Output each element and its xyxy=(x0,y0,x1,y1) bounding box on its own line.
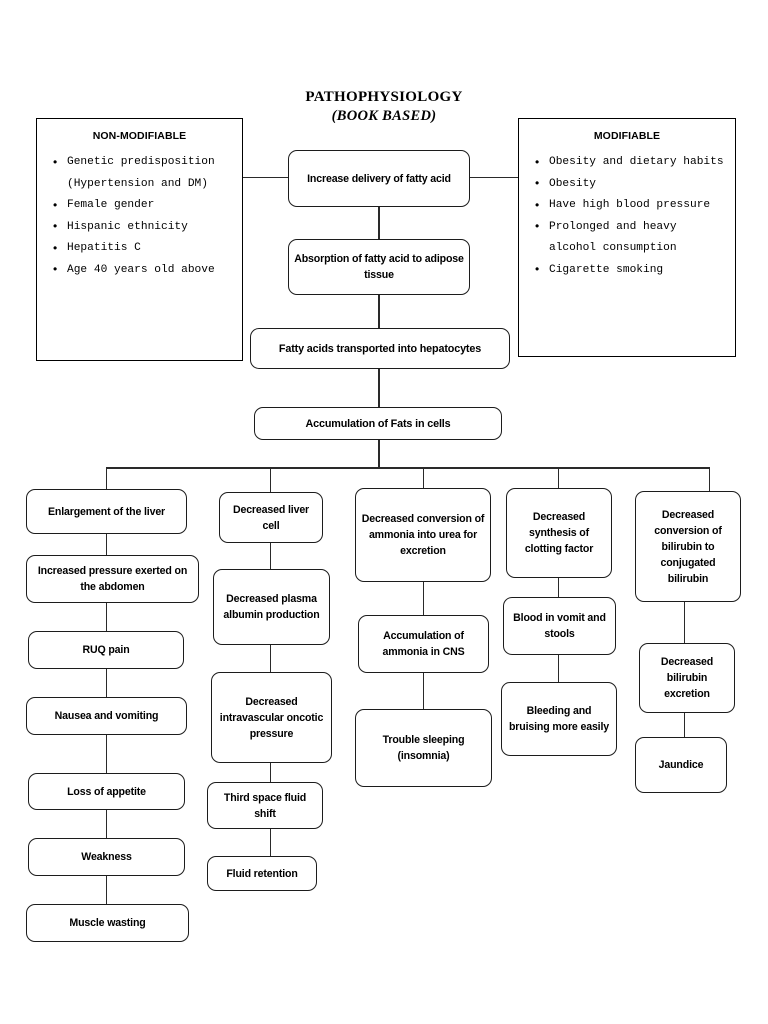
node-trouble-sleeping-insomnia: Trouble sleeping (insomnia) xyxy=(355,709,492,787)
connector-trunk-3-4 xyxy=(378,369,380,407)
connector-bus-drop-3 xyxy=(423,467,425,488)
node-nausea-and-vomiting: Nausea and vomiting xyxy=(26,697,187,735)
node-fatty-acids-transported-into-hepatocytes: Fatty acids transported into hepatocytes xyxy=(250,328,510,369)
node-fluid-retention: Fluid retention xyxy=(207,856,317,891)
panel-non-modifiable-list: Genetic predisposition (Hypertension and… xyxy=(37,152,242,281)
node-decreased-liver-cell: Decreased liver cell xyxy=(219,492,323,543)
node-enlargement-of-the-liver: Enlargement of the liver xyxy=(26,489,187,534)
node-decreased-synthesis-clotting-factor: Decreased synthesis of clotting factor xyxy=(506,488,612,578)
connector-c5-1-2 xyxy=(684,602,686,643)
panel-non-modifiable-heading: NON-MODIFIABLE xyxy=(92,130,187,142)
connector-c1-3-4 xyxy=(106,669,108,697)
connector-c1-2-3 xyxy=(106,603,108,631)
connector-bus-drop-4 xyxy=(558,467,560,488)
list-item: Age 40 years old above xyxy=(53,259,234,282)
node-accumulation-of-ammonia-in-cns: Accumulation of ammonia in CNS xyxy=(358,615,489,673)
node-absorption-of-fatty-acid: Absorption of fatty acid to adipose tiss… xyxy=(288,239,470,295)
connector-nonmodifiable-to-trunk xyxy=(243,177,289,179)
connector-bus-drop-5 xyxy=(709,467,711,491)
list-item: Have high blood pressure xyxy=(535,195,727,217)
connector-branch-bus xyxy=(106,467,710,469)
node-accumulation-of-fats-in-cells: Accumulation of Fats in cells xyxy=(254,407,502,440)
connector-bus-drop-1 xyxy=(106,467,108,489)
node-decreased-conversion-bilirubin-conjugated: Decreased conversion of bilirubin to con… xyxy=(635,491,741,602)
list-item: Female gender xyxy=(53,195,234,217)
connector-trunk-4-bus xyxy=(378,440,380,468)
connector-trunk-1-2 xyxy=(378,207,380,240)
node-decreased-bilirubin-excretion: Decreased bilirubin excretion xyxy=(639,643,735,713)
connector-c4-1-2 xyxy=(558,578,560,597)
connector-modifiable-to-trunk xyxy=(470,177,518,179)
panel-non-modifiable: NON-MODIFIABLE Genetic predisposition (H… xyxy=(36,118,243,361)
connector-c3-2-3 xyxy=(423,673,425,709)
list-item: Cigarette smoking xyxy=(535,259,727,282)
node-loss-of-appetite: Loss of appetite xyxy=(28,773,185,810)
node-jaundice: Jaundice xyxy=(635,737,727,793)
node-blood-in-vomit-and-stools: Blood in vomit and stools xyxy=(503,597,616,655)
connector-c3-1-2 xyxy=(423,582,425,615)
connector-c5-2-3 xyxy=(684,713,686,737)
panel-modifiable-heading: MODIFIABLE xyxy=(593,130,661,142)
panel-modifiable: MODIFIABLE Obesity and dietary habits Ob… xyxy=(518,118,736,357)
list-item: Prolonged and heavy alcohol consumption xyxy=(535,216,727,260)
connector-c1-4-5 xyxy=(106,735,108,773)
list-item: Genetic predisposition (Hypertension and… xyxy=(53,152,234,195)
title-main: PATHOPHYSIOLOGY xyxy=(305,89,463,105)
list-item: Obesity xyxy=(535,173,727,196)
connector-c2-1-2 xyxy=(270,543,272,569)
connector-c1-1-2 xyxy=(106,534,108,555)
node-decreased-conversion-ammonia-urea: Decreased conversion of ammonia into ure… xyxy=(355,488,491,582)
connector-c2-2-3 xyxy=(270,645,272,672)
node-decreased-intravascular-oncotic-pressure: Decreased intravascular oncotic pressure xyxy=(211,672,332,763)
node-ruq-pain: RUQ pain xyxy=(28,631,184,669)
list-item: Hepatitis C xyxy=(53,238,234,260)
connector-c1-5-6 xyxy=(106,810,108,838)
connector-c2-3-4 xyxy=(270,763,272,782)
node-increased-pressure-abdomen: Increased pressure exerted on the abdome… xyxy=(26,555,199,603)
node-third-space-fluid-shift: Third space fluid shift xyxy=(207,782,323,829)
list-item: Obesity and dietary habits xyxy=(535,152,727,174)
connector-c2-4-5 xyxy=(270,829,272,856)
node-muscle-wasting: Muscle wasting xyxy=(26,904,189,942)
node-decreased-plasma-albumin-production: Decreased plasma albumin production xyxy=(213,569,330,645)
page-title: PATHOPHYSIOLOGY (BOOK BASED) xyxy=(0,88,768,126)
node-bleeding-and-bruising-more-easily: Bleeding and bruising more easily xyxy=(501,682,617,756)
panel-modifiable-list: Obesity and dietary habits Obesity Have … xyxy=(519,152,735,281)
node-weakness: Weakness xyxy=(28,838,185,876)
list-item: Hispanic ethnicity xyxy=(53,216,234,239)
title-subtitle: (BOOK BASED) xyxy=(331,108,437,124)
connector-bus-drop-2 xyxy=(270,467,272,492)
connector-c1-6-7 xyxy=(106,876,108,904)
connector-trunk-2-3 xyxy=(378,295,380,328)
connector-c4-2-3 xyxy=(558,655,560,682)
node-increase-delivery-of-fatty-acid: Increase delivery of fatty acid xyxy=(288,150,470,207)
